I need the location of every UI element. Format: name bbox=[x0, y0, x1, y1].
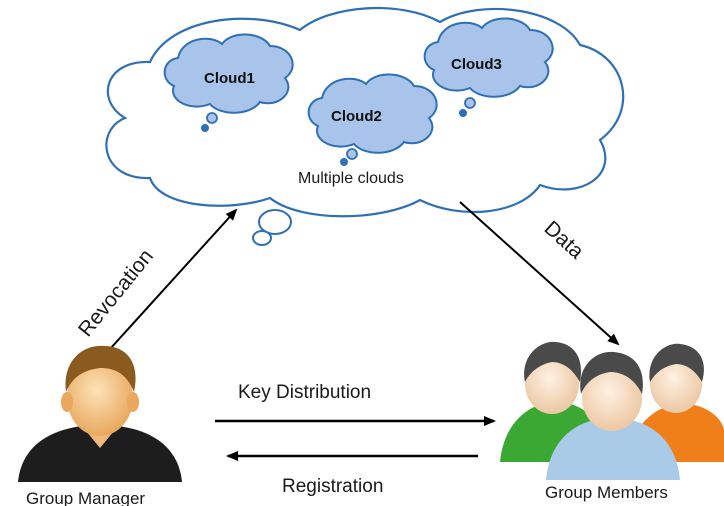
data-arrow bbox=[459, 201, 620, 346]
group-members-label: Group Members bbox=[545, 483, 668, 502]
revocation-arrow bbox=[99, 208, 238, 361]
key-distribution-label: Key Distribution bbox=[238, 382, 371, 403]
cloud3: Cloud3 bbox=[423, 17, 554, 117]
cloud2: Cloud2 bbox=[307, 73, 438, 166]
cloud3-label: Cloud3 bbox=[451, 56, 502, 73]
cloud1: Cloud1 bbox=[163, 33, 294, 132]
registration-label: Registration bbox=[282, 476, 383, 497]
group-members-icon bbox=[500, 341, 724, 480]
cloud1-label: Cloud1 bbox=[204, 70, 255, 87]
thought-bubble-large bbox=[258, 209, 292, 235]
data-label: Data bbox=[540, 217, 589, 264]
multiple-clouds-label: Multiple clouds bbox=[298, 170, 404, 187]
group-manager-icon bbox=[18, 345, 182, 482]
cloud2-label: Cloud2 bbox=[331, 108, 382, 125]
group-manager-label: Group Manager bbox=[26, 489, 145, 506]
revocation-label: Revocation bbox=[74, 245, 158, 341]
thought-bubble-small bbox=[252, 230, 272, 246]
